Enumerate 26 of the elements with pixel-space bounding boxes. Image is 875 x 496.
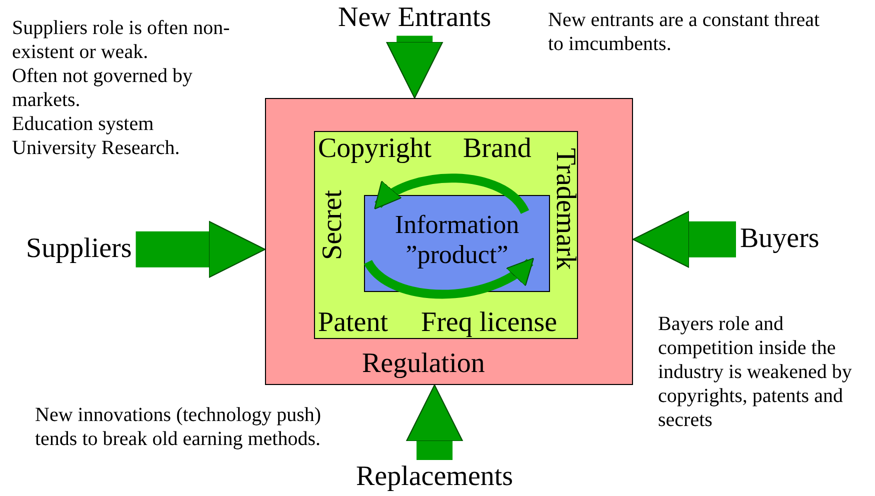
ip-type-label: Freq license [421, 308, 558, 339]
ip-type-label: Brand [463, 134, 532, 165]
block-arrow [136, 220, 266, 278]
ip-type-label: Copyright [318, 134, 432, 165]
force-label: New Entrants [338, 3, 492, 34]
regulation-label: Regulation [362, 349, 485, 380]
note-text: Often not governed by markets. [12, 64, 194, 112]
block-arrow [632, 210, 736, 268]
note-text: Bayers role and competition inside the industry is weakened by copyrights, patents and secrets [658, 312, 853, 432]
force-label: Buyers [740, 224, 820, 255]
note-text: University Research. [12, 136, 181, 160]
force-label: Suppliers [26, 234, 132, 265]
product-box [364, 195, 550, 292]
note-text: New innovations (technology push) tends to break old earning methods. [35, 403, 322, 451]
block-arrow [386, 36, 444, 99]
note-text: Suppliers role is often non-existent or weak. [12, 16, 231, 64]
ip-type-label: Patent [318, 308, 388, 339]
ip-type-label: Trademark [549, 148, 580, 270]
note-text: New entrants are a constant threat to imcumbents. [548, 8, 821, 56]
note-text: Education system [12, 112, 155, 136]
regulation-box [265, 98, 633, 385]
product-label: Information ”product” [394, 210, 520, 270]
force-label: Replacements [356, 462, 514, 493]
ip-type-label: Secret [318, 190, 349, 260]
protection-box [314, 131, 578, 339]
block-arrow [406, 384, 464, 460]
